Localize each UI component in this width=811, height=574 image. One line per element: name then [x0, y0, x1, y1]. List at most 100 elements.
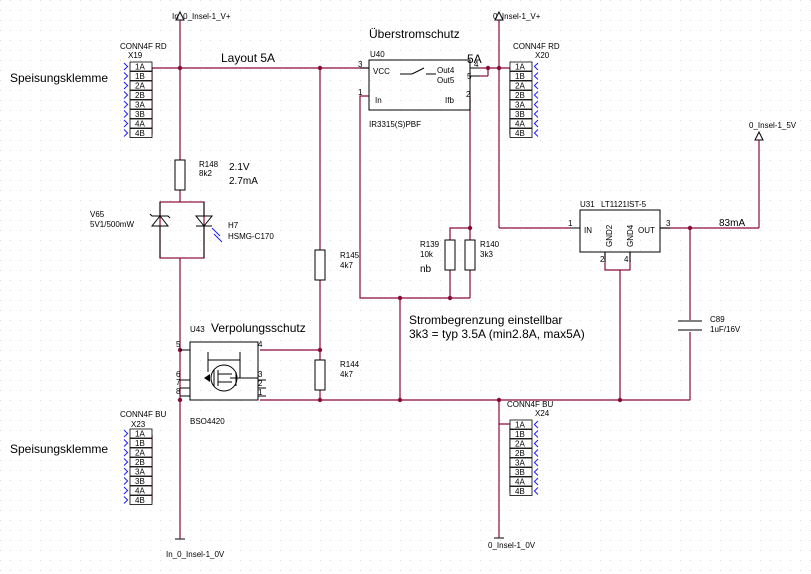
connector-x19-pin-box [129, 99, 153, 110]
connector-x19-ref: X19 [128, 51, 143, 60]
connector-x23-pin-label: 4A [135, 487, 145, 496]
net-label-out-top: 0_Insel-1_V+ [493, 12, 541, 21]
connector-x19-pin-label: 3A [135, 101, 145, 110]
connector-x19-pin-label: 3B [135, 110, 145, 119]
connector-x19-pin-box [129, 118, 153, 129]
connector-x19-pin-mark [123, 91, 129, 99]
connector-x20-pin-mark [533, 81, 539, 90]
u31-in: IN [584, 226, 592, 235]
connector-x20-pin-box [509, 99, 533, 110]
u31-pin3: 3 [666, 219, 671, 228]
r140-ref: R140 [480, 240, 500, 249]
connector-x20-pin-box [509, 109, 533, 119]
net-label-out-bottom: 0_Insel-1_0V [488, 541, 536, 550]
connector-x23-ref: X23 [131, 420, 146, 429]
zener-diode-v65: V65 5V1/500mW [90, 202, 171, 258]
label-speisung-top: Speisungsklemme [10, 71, 108, 85]
connector-x19-pin-box [129, 109, 153, 119]
r148-value: 8k2 [199, 169, 212, 178]
connector-x23-pin-mark [123, 467, 129, 476]
connector-x20-pin-mark [533, 110, 539, 118]
connector-x23-pin-label: 3A [135, 468, 145, 477]
connector-x20-pin-box [509, 61, 533, 72]
u43-pin6: 6 [176, 370, 181, 379]
r140-value: 3k3 [480, 250, 493, 259]
connector-x24-type: CONN4F BU [507, 400, 553, 409]
connector-x20-pin-box [509, 118, 533, 129]
u40-out4: Out4 [437, 66, 455, 75]
capacitor-c89: C89 1uF/16V [678, 315, 741, 334]
connector-x19-pin-mark [123, 110, 129, 118]
label-nb: nb [420, 264, 432, 275]
connector-x20-pin-box [509, 128, 533, 138]
connector-x20-pin-mark [533, 119, 539, 128]
connector-x24-pin-box [509, 486, 533, 496]
net-label-in-bottom: In_0_Insel-1_0V [166, 550, 225, 559]
label-led-voltage: 2.1V [229, 162, 250, 173]
connector-x23-pin-box [129, 447, 153, 458]
connector-x24-pin-mark [533, 458, 539, 467]
connector-x23-pin-mark [123, 429, 129, 438]
u40-ref: U40 [370, 50, 385, 59]
connector-x19-pin-box [129, 61, 153, 72]
u31-part: LT1121IST-5 [601, 200, 647, 209]
u40-pin1: 1 [358, 88, 363, 97]
label-83ma: 83mA [719, 218, 745, 229]
u31-lt1121: U31 LT1121IST-5 IN OUT GND2 GND4 1 3 2 4 [568, 200, 671, 264]
u40-pin4: 4 [474, 60, 479, 69]
r144-value: 4k7 [340, 370, 353, 379]
u40-out5: Out5 [437, 76, 455, 85]
connector-x20-pin-box [509, 80, 533, 91]
connector-x20-pin-label: 4B [515, 129, 525, 138]
connector-x19-pin-box [129, 90, 153, 100]
u43-bso4420: U43 BSO4420 5 6 7 8 4 3 2 1 [176, 325, 266, 426]
connector-x24-pin-mark [533, 487, 539, 495]
junctions [177, 65, 693, 403]
connector-x20-pin-label: 3B [515, 110, 525, 119]
connector-x19-pin-label: 1B [135, 72, 145, 81]
connector-x24-ref: X24 [535, 409, 550, 418]
connector-x19-pin-box [129, 71, 153, 81]
label-strombegrenzung-2: 3k3 = typ 3.5A (min2.8A, max5A) [409, 327, 585, 341]
connector-x20-pin-mark [533, 91, 539, 99]
u43-part: BSO4420 [190, 417, 225, 426]
r145-value: 4k7 [340, 261, 353, 270]
connector-x20-pin-label: 2B [515, 91, 525, 100]
connector-x24-pin-mark [533, 420, 539, 429]
connector-x23-pin-mark [123, 486, 129, 495]
u31-pin2: 2 [600, 255, 605, 264]
connector-x23-pin-box [129, 438, 153, 448]
connector-x23-pin-label: 2B [135, 458, 145, 467]
connector-x24-pin-box [509, 467, 533, 477]
label-led-current: 2.7mA [229, 176, 258, 187]
connector-x23-pin-label: 2A [135, 449, 145, 458]
u43-pin2: 2 [258, 379, 263, 388]
connector-x20-pin-box [509, 90, 533, 100]
connector-x20-pin-mark [533, 62, 539, 71]
connector-x23-pin-mark [123, 448, 129, 457]
connector-x23-pin-mark [123, 477, 129, 485]
connector-x24-pin-mark [533, 468, 539, 476]
connector-x24-pin-box [509, 429, 533, 439]
connector-x20-pin-label: 2A [515, 82, 525, 91]
u43-pin1: 1 [258, 388, 263, 397]
connector-x19-pin-mark [123, 119, 129, 128]
net-label-out-5v: 0_Insel-1_5V [749, 121, 797, 130]
resistor-r145: R145 4k7 [314, 249, 360, 281]
net-out-top: 0_Insel-1_V+ [493, 10, 541, 21]
u43-pin4: 4 [258, 340, 263, 349]
connector-x24-pin-label: 4A [515, 478, 525, 487]
connector-x20-type: CONN4F RD [513, 42, 560, 51]
connector-x23-pin-mark [123, 458, 129, 466]
resistor-r140: R140 3k3 [464, 239, 500, 271]
u31-gnd2: GND2 [605, 224, 614, 247]
r139-value: 10k [420, 250, 434, 259]
h7-value: HSMG-C170 [228, 232, 274, 241]
net-in-top: In_0_Insel-1_V+ [172, 10, 231, 21]
net-label-in-top: In_0_Insel-1_V+ [172, 12, 231, 21]
connector-x23-pin-label: 4B [135, 496, 145, 505]
connector-x23-pin-box [129, 476, 153, 486]
